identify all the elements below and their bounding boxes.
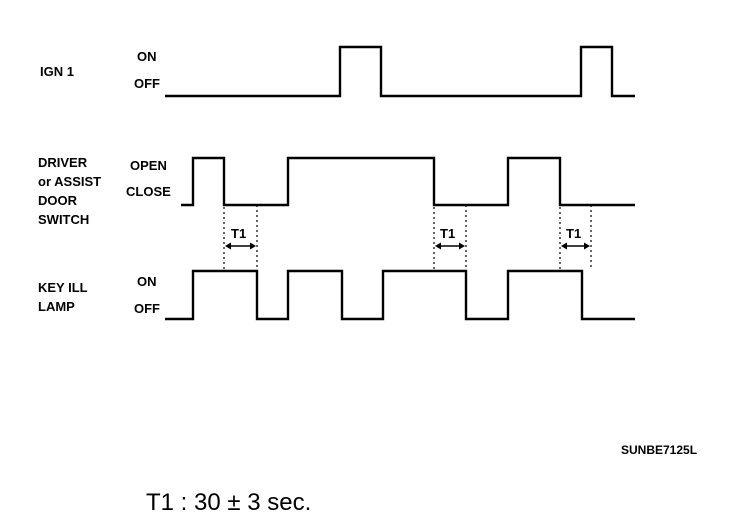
t1-label-3: T1 bbox=[566, 226, 581, 241]
t1-arrowhead-left-1 bbox=[225, 242, 231, 250]
ign1-high-state: ON bbox=[137, 49, 157, 64]
door-low-state: CLOSE bbox=[126, 184, 171, 199]
t1-arrowhead-left-3 bbox=[561, 242, 567, 250]
lamp-label-line1: KEY ILL bbox=[38, 280, 88, 295]
t1-arrowhead-right-2 bbox=[459, 242, 465, 250]
lamp-label-line2: LAMP bbox=[38, 299, 75, 314]
t1-formula: T1 : 30 ± 3 sec. bbox=[146, 489, 311, 516]
door-waveform bbox=[181, 156, 635, 207]
door-label-line1: DRIVER bbox=[38, 155, 88, 170]
lamp-low-state: OFF bbox=[134, 301, 160, 316]
ign1-waveform bbox=[165, 45, 635, 98]
t1-arrowhead-left-2 bbox=[435, 242, 441, 250]
lamp-waveform bbox=[165, 269, 635, 321]
t1-label-2: T1 bbox=[440, 226, 455, 241]
door-label-line3: DOOR bbox=[38, 193, 78, 208]
figure-code: SUNBE7125L bbox=[621, 443, 697, 457]
t1-arrowhead-right-1 bbox=[250, 242, 256, 250]
ign1-low-state: OFF bbox=[134, 76, 160, 91]
door-label-line4: SWITCH bbox=[38, 212, 89, 227]
ign1-label: IGN 1 bbox=[40, 64, 74, 79]
lamp-high-state: ON bbox=[137, 274, 157, 289]
door-label-line2: or ASSIST bbox=[38, 174, 101, 189]
t1-label-1: T1 bbox=[231, 226, 246, 241]
door-high-state: OPEN bbox=[130, 158, 167, 173]
t1-arrowhead-right-3 bbox=[584, 242, 590, 250]
